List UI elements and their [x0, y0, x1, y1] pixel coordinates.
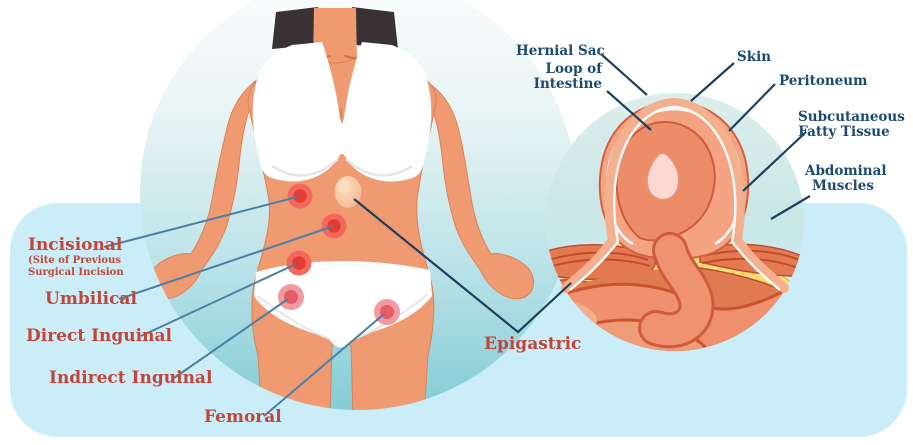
skin-layer — [561, 97, 789, 293]
line-loop-of-intestine — [606, 90, 652, 131]
line-indirect-inguinal — [173, 298, 289, 379]
marker-incisional — [287, 183, 313, 209]
label-subcutaneous-line2: Fatty Tissue — [798, 123, 890, 140]
line-skin — [690, 62, 735, 102]
line-incisional — [103, 196, 298, 248]
label-direct-inguinal: Direct Inguinal — [26, 326, 172, 346]
line-subcutaneous — [742, 131, 807, 192]
marker-direct-inguinal — [286, 250, 312, 276]
intestine-highlight — [646, 152, 680, 201]
label-incisional-title: Incisional — [28, 235, 123, 255]
line-peritoneum — [728, 83, 776, 132]
label-abdominal-line2: Muscles — [812, 177, 874, 194]
marker-femoral — [374, 299, 400, 325]
label-umbilical: Umbilical — [45, 289, 137, 309]
line-direct-inguinal — [140, 263, 297, 337]
leader-lines-body — [103, 196, 385, 417]
label-incisional-sub1: (Site of Previous — [28, 255, 121, 266]
bra-shading — [271, 158, 413, 177]
label-incisional-sub2: Surgical Incision — [28, 266, 124, 278]
line-abdominal-muscles — [770, 195, 811, 220]
line-hernial-sac — [600, 53, 648, 96]
hair-left — [272, 7, 318, 49]
label-incisional: Incisional (Site of Previous Surgical In… — [28, 236, 124, 278]
label-femoral: Femoral — [204, 407, 282, 427]
label-abdominal-muscles: Abdominal Muscles — [805, 163, 887, 194]
leader-lines-navy — [353, 53, 811, 334]
marker-umbilical — [321, 213, 347, 239]
label-peritoneum: Peritoneum — [779, 73, 868, 89]
label-hernial-sac: Hernial Sac — [516, 43, 605, 59]
underwear — [254, 261, 432, 348]
hernia-markers — [278, 183, 400, 325]
bra — [252, 42, 432, 182]
body-illustration — [140, 0, 576, 410]
label-subcutaneous-fatty-tissue: Subcutaneous Fatty Tissue — [798, 109, 905, 140]
hernia-cross-section — [546, 93, 804, 351]
label-epigastric: Epigastric — [484, 334, 582, 354]
hernial-sac — [598, 100, 750, 349]
line-umbilical — [118, 226, 332, 300]
label-loop-of-intestine: Loop of Intestine — [520, 62, 602, 91]
label-loop-line1: Loop of — [545, 61, 602, 77]
line-femoral — [263, 313, 385, 417]
label-loop-line2: Intestine — [533, 75, 602, 92]
hair-right — [352, 7, 398, 49]
marker-indirect-inguinal — [278, 284, 304, 310]
label-skin: Skin — [737, 49, 772, 65]
line-epigastric — [353, 198, 572, 334]
label-indirect-inguinal: Indirect Inguinal — [49, 368, 213, 388]
arm-right — [419, 77, 534, 300]
label-abdominal-line1: Abdominal — [805, 163, 887, 179]
label-subcutaneous-line1: Subcutaneous — [798, 109, 905, 125]
epigastric-bulge — [333, 175, 363, 209]
